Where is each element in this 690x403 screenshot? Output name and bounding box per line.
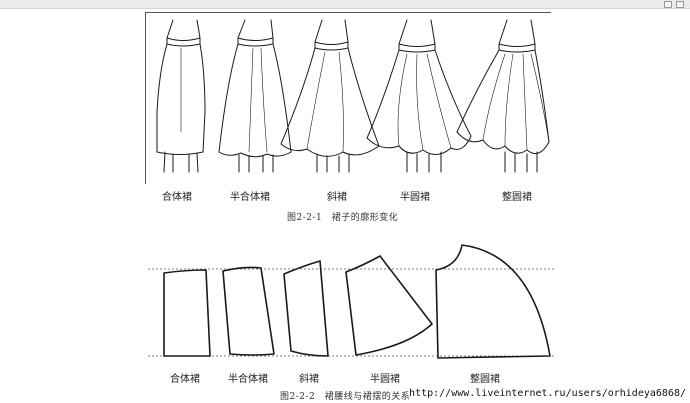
half-circle-skirt-drawing	[366, 19, 472, 173]
skirt-label: 半合体裙	[230, 192, 270, 203]
skirt-label: 合体裙	[162, 192, 192, 203]
figure-caption: 图2-2-2 裙腰线与裙摆的关系	[280, 392, 411, 402]
semi-fitted-skirt-pattern	[222, 266, 275, 356]
pattern-label: 斜裙	[299, 374, 319, 385]
pattern-label: 合体裙	[170, 374, 200, 385]
semi-fitted-skirt-drawing	[218, 19, 292, 173]
waistline-hem-pattern-diagram	[148, 244, 554, 359]
fitted-skirt-pattern	[163, 269, 211, 357]
toolbar-button-icon[interactable]	[664, 1, 672, 8]
skirt-label: 整圆裙	[502, 192, 532, 203]
pattern-label: 半圆裙	[370, 374, 400, 385]
fitted-skirt-drawing	[156, 19, 206, 173]
skirt-label: 斜裙	[327, 192, 347, 203]
pattern-label: 整圆裙	[470, 374, 500, 385]
full-circle-skirt-drawing	[456, 19, 550, 173]
full-circle-skirt-pattern	[435, 244, 551, 359]
figure-caption: 图2-2-1 裙子的廓形变化	[287, 213, 399, 223]
flared-skirt-drawing	[280, 19, 380, 173]
flared-skirt-pattern	[283, 260, 329, 357]
watermark-url: http://www.liveinternet.ru/users/orhidey…	[409, 388, 686, 399]
viewer-toolbar	[0, 0, 690, 9]
skirt-label: 半圆裙	[400, 192, 430, 203]
toolbar-button-icon[interactable]	[676, 1, 684, 8]
half-circle-skirt-pattern	[345, 255, 433, 356]
pattern-label: 半合体裙	[228, 374, 268, 385]
skirt-silhouette-illustration	[145, 12, 551, 184]
